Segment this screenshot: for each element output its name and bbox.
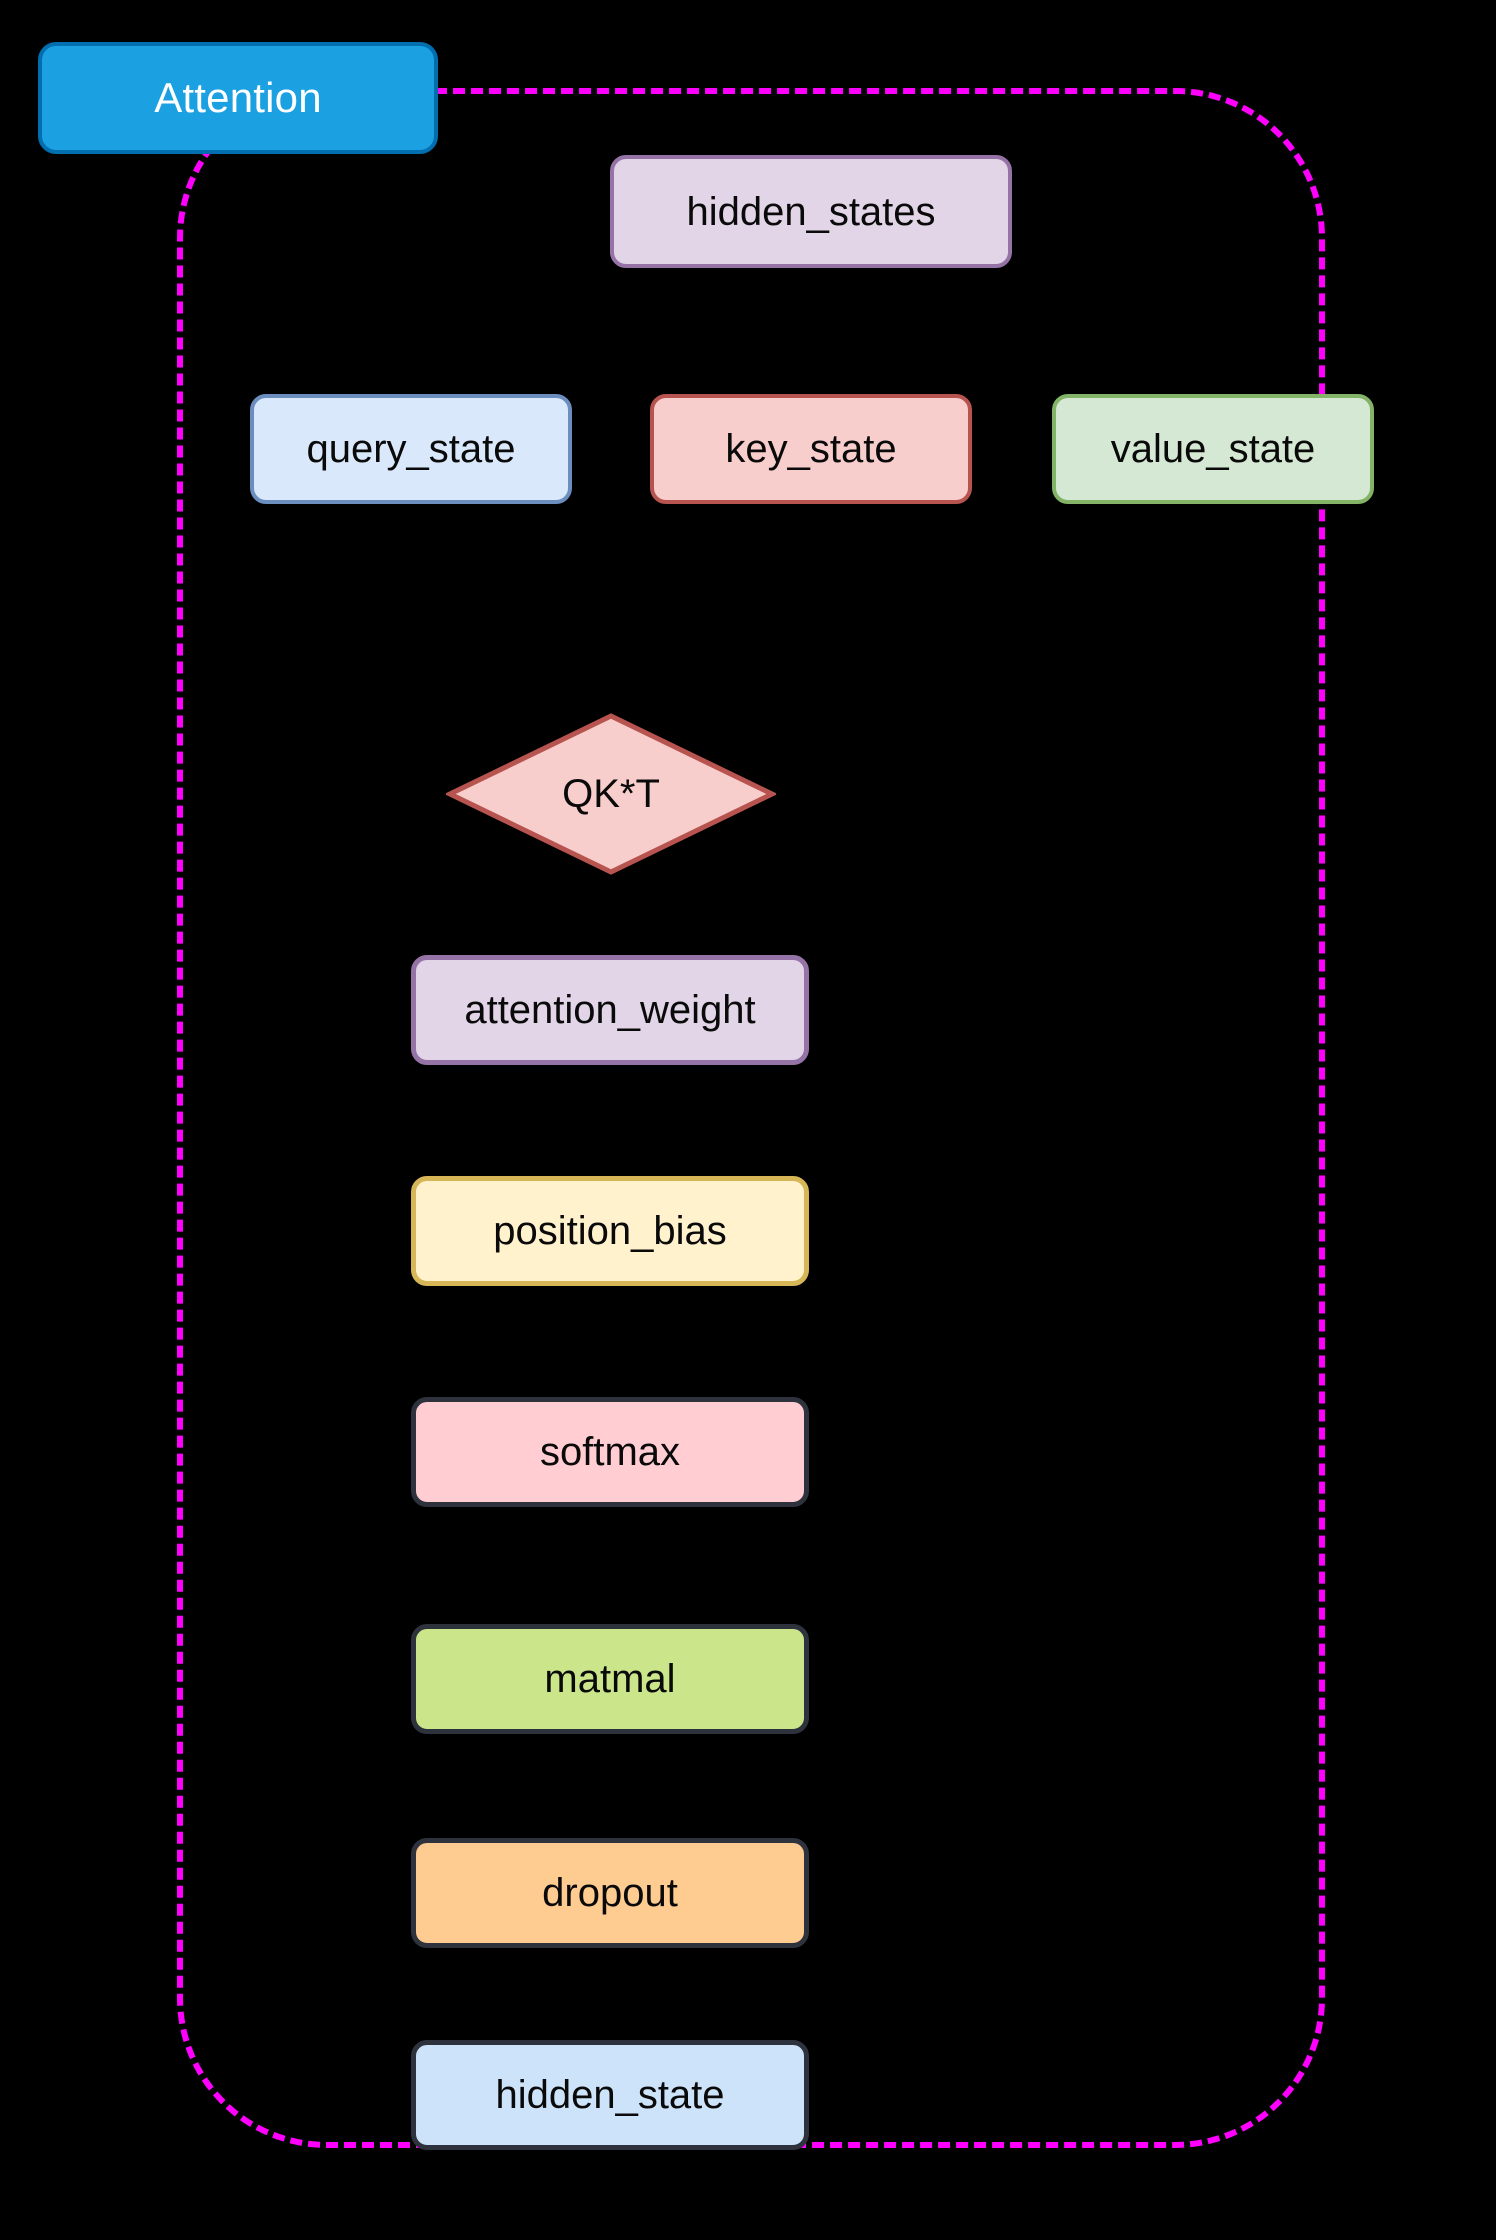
node-label-attention-weight: attention_weight	[464, 988, 756, 1032]
rhombus-shape-icon	[446, 713, 776, 875]
node-label-key-state: key_state	[725, 427, 897, 471]
node-softmax[interactable]: softmax	[411, 1397, 809, 1507]
node-position-bias[interactable]: position_bias	[411, 1176, 809, 1286]
node-label-dropout: dropout	[542, 1871, 678, 1915]
node-value-state[interactable]: value_state	[1052, 394, 1374, 504]
node-query-state[interactable]: query_state	[250, 394, 572, 504]
node-label-query-state: query_state	[306, 427, 516, 471]
node-label-position-bias: position_bias	[493, 1209, 727, 1253]
node-attention-weight[interactable]: attention_weight	[411, 955, 809, 1065]
subgraph-title-label: Attention	[154, 74, 322, 121]
node-label-matmal: matmal	[544, 1657, 676, 1701]
node-dropout[interactable]: dropout	[411, 1838, 809, 1948]
node-label-value-state: value_state	[1110, 427, 1316, 471]
node-label-hidden-state: hidden_state	[495, 2073, 725, 2117]
node-hidden-states[interactable]: hidden_states	[610, 155, 1012, 268]
node-label-softmax: softmax	[539, 1430, 681, 1474]
node-matmal[interactable]: matmal	[411, 1624, 809, 1734]
node-qkt-rhombus[interactable]: QK*T	[446, 712, 776, 876]
node-label-hidden-states: hidden_states	[686, 189, 936, 234]
node-key-state[interactable]: key_state	[650, 394, 972, 504]
subgraph-title-attention[interactable]: Attention	[38, 42, 438, 154]
node-hidden-state[interactable]: hidden_state	[411, 2040, 809, 2150]
